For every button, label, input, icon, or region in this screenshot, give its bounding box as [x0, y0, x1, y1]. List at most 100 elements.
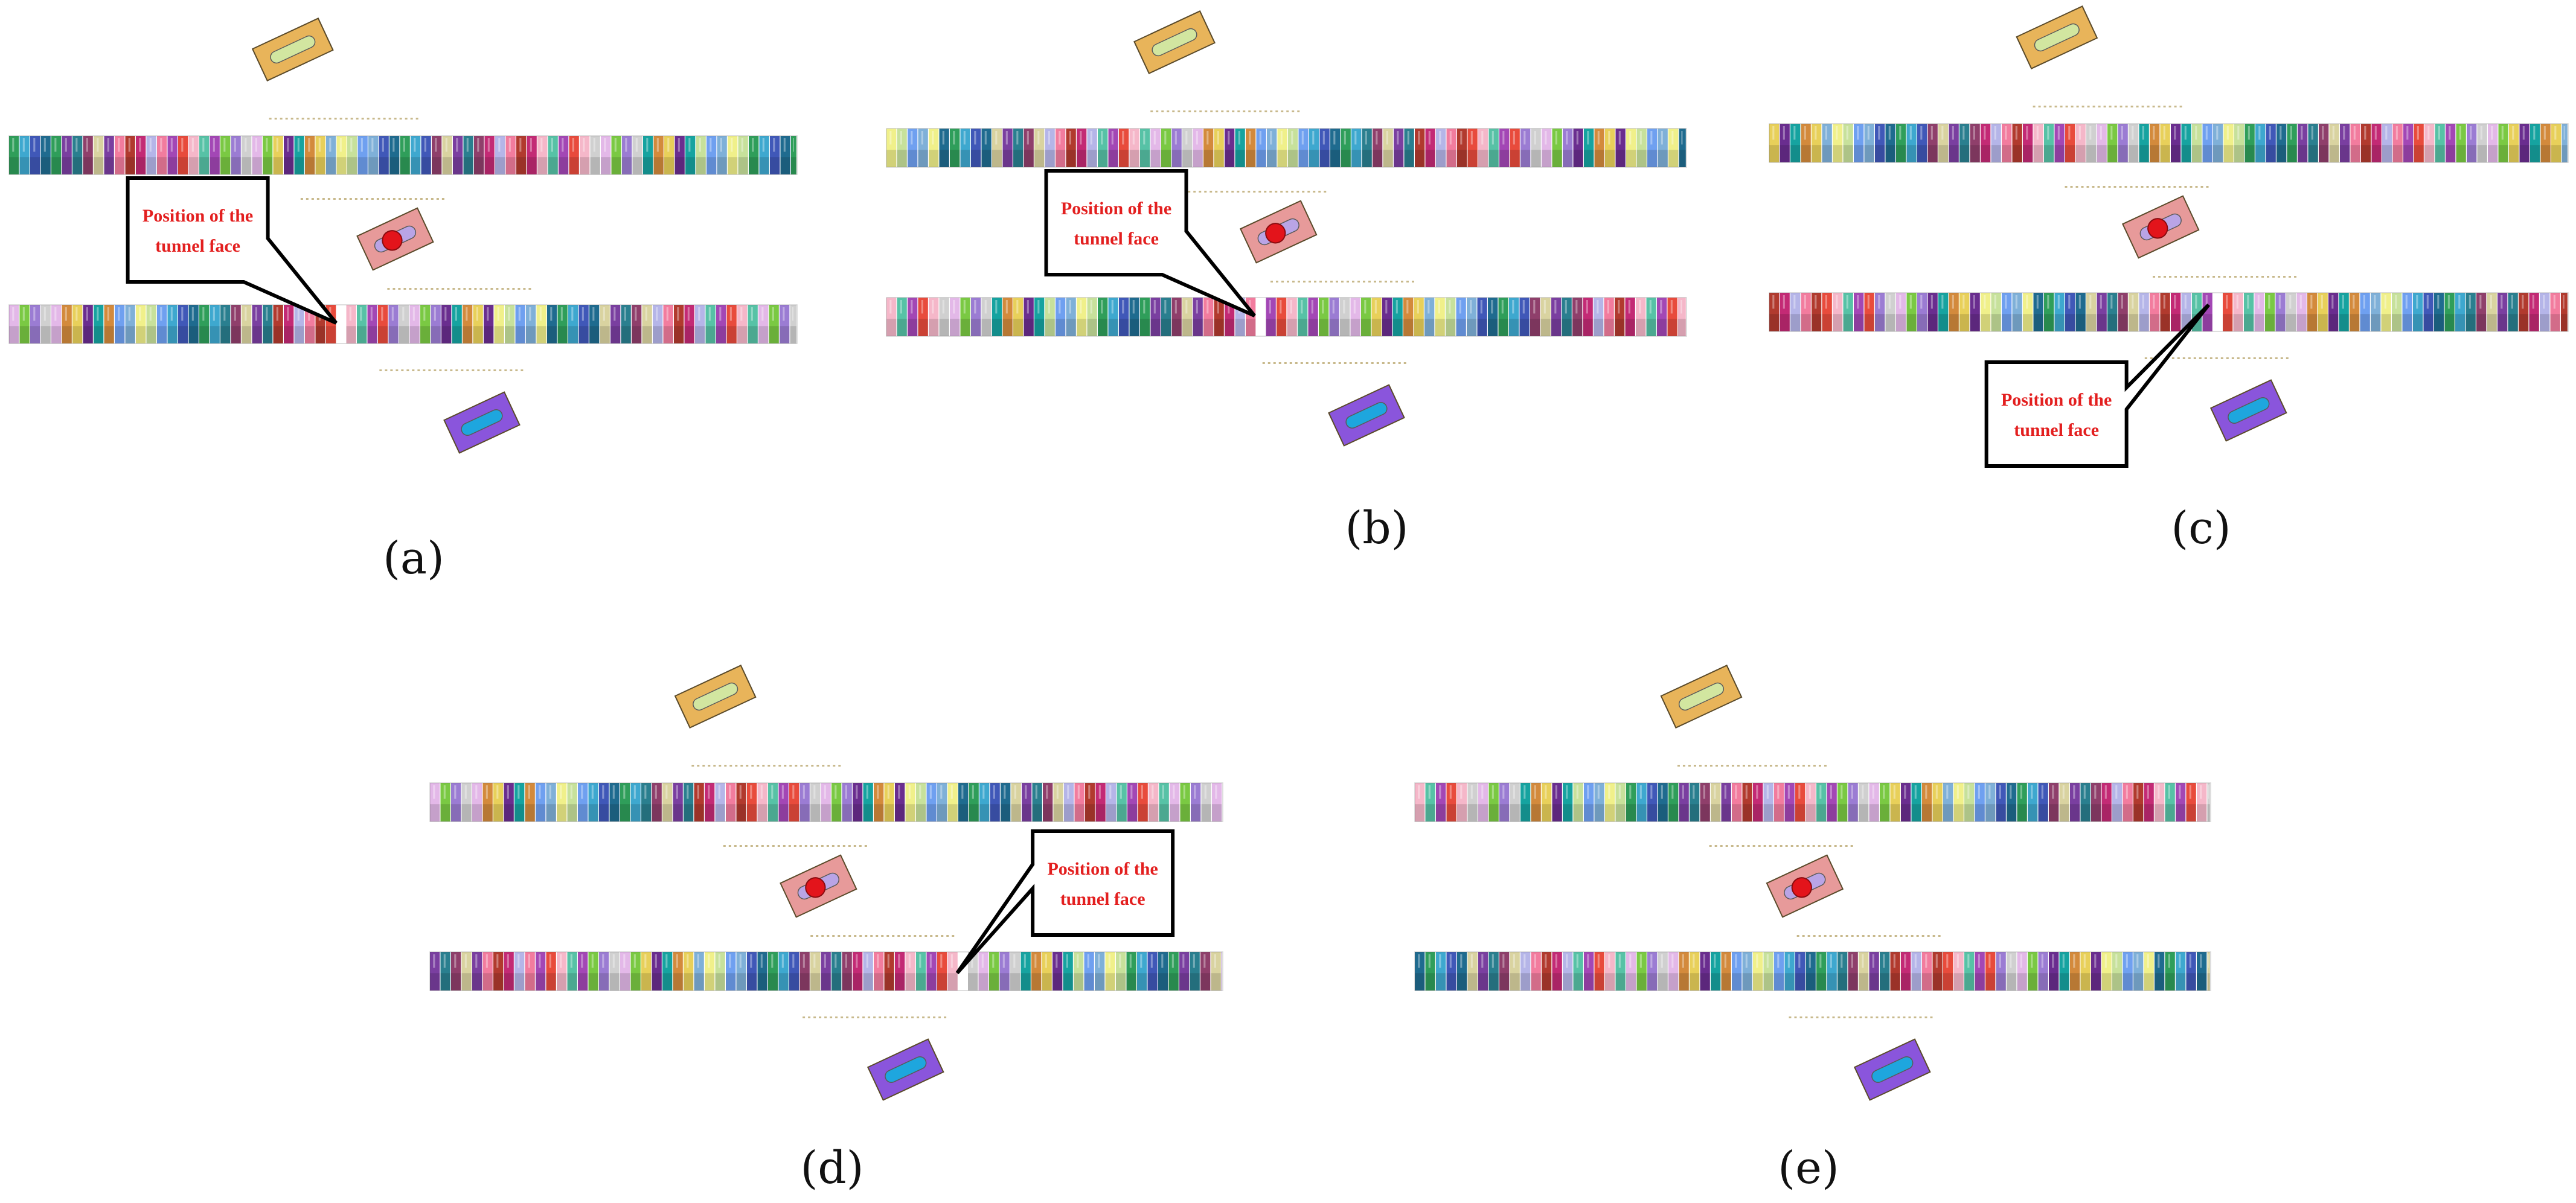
tunnel-ring [630, 952, 641, 991]
tunnel-ring [1901, 952, 1911, 991]
ring-shading [1193, 150, 1203, 167]
tunnel-ring [641, 952, 652, 991]
callout-label-line1: Position of the [143, 206, 253, 226]
tunnel-ring [610, 305, 621, 343]
ring-highlight [12, 138, 14, 152]
monitoring-dot [507, 288, 510, 290]
ring-highlight [1162, 785, 1164, 799]
ring-shading [1991, 314, 2001, 331]
tunnel-ring [2402, 293, 2412, 331]
monitoring-dot [1769, 765, 1772, 767]
ring-shading [2508, 314, 2518, 331]
ring-highlight [1143, 300, 1145, 314]
ring-highlight [1217, 131, 1219, 145]
monitoring-dot [2150, 357, 2153, 359]
ring-highlight [950, 954, 953, 968]
ring-shading [548, 157, 558, 174]
ring-highlight [1650, 954, 1653, 968]
ring-shading [2477, 145, 2487, 162]
ring-shading [115, 326, 125, 343]
ring-shading [1626, 804, 1636, 822]
ring-shading [716, 326, 726, 343]
ring-highlight [33, 138, 36, 152]
ring-highlight [245, 307, 247, 321]
tunnel-ring [789, 783, 799, 822]
ring-shading [220, 157, 231, 174]
ring-shading [929, 319, 939, 336]
ring-highlight [2100, 295, 2102, 309]
tunnel-ring [1864, 124, 1874, 162]
tunnel-ring [1594, 952, 1604, 991]
ring-highlight [1024, 954, 1026, 968]
ring-shading [1742, 973, 1752, 991]
tunnel-ring [1383, 129, 1393, 167]
monitoring-dot [846, 1016, 849, 1018]
ring-highlight [1836, 126, 1838, 140]
ring-shading [1138, 804, 1148, 822]
tunnel-ring [1371, 298, 1382, 336]
tunnel-outline [8, 135, 798, 175]
monitoring-dot [350, 118, 353, 120]
callout-label-line2: tunnel face [1074, 229, 1159, 249]
monitoring-dot [441, 198, 444, 200]
ring-highlight [170, 307, 173, 321]
dots-lower [803, 1016, 947, 1018]
ring-highlight [1628, 300, 1630, 314]
ring-highlight [929, 954, 932, 968]
monitoring-dot [1889, 935, 1892, 937]
monitoring-dot [436, 288, 439, 290]
tunnel-ring [1362, 129, 1372, 167]
ring-shading [1170, 804, 1180, 822]
ring-shading [821, 973, 831, 991]
ring-highlight [2470, 126, 2472, 140]
monitoring-dot [841, 1016, 844, 1018]
ring-highlight [697, 785, 699, 799]
tunnel-ring [1098, 298, 1108, 336]
monitoring-dot [371, 198, 374, 200]
ring-shading [2139, 145, 2149, 162]
ring-shading [1319, 319, 1329, 336]
monitoring-dot [1921, 935, 1924, 937]
monitoring-dot [1220, 191, 1223, 193]
tunnel-ring [210, 305, 220, 343]
tunnel-ring [546, 783, 556, 822]
ring-shading [1446, 319, 1456, 336]
ring-highlight [699, 138, 701, 152]
ring-shading [1690, 973, 1700, 991]
building-middle [1766, 854, 1844, 918]
ring-shading [1563, 973, 1573, 991]
ring-highlight [633, 954, 636, 968]
ring-shading [1456, 319, 1466, 336]
tunnel-ring [1200, 952, 1211, 991]
ring-highlight [308, 307, 310, 321]
tunnel-ring [2049, 783, 2059, 822]
dots-top [269, 118, 418, 120]
ring-highlight [560, 954, 562, 968]
ring-highlight [2078, 126, 2081, 140]
tunnel-ring [2091, 783, 2101, 822]
ring-shading [1182, 150, 1193, 167]
tunnel-ring [1605, 952, 1615, 991]
tunnel-ring [1790, 124, 1801, 162]
tunnel-ring [2434, 293, 2444, 331]
tunnel-ring [94, 136, 104, 174]
monitoring-dot [490, 288, 493, 290]
ring-shading [1056, 319, 1066, 336]
ring-highlight [646, 138, 649, 152]
ring-shading [242, 326, 252, 343]
ring-shading [611, 157, 621, 174]
tunnel-ring [2382, 124, 2392, 162]
monitoring-dot [425, 288, 428, 290]
ring-highlight [370, 307, 373, 321]
tunnel-ring [2423, 293, 2433, 331]
ring-highlight [708, 785, 710, 799]
ring-shading [2207, 804, 2210, 822]
ring-highlight [2153, 126, 2155, 140]
tunnel-ring [1991, 124, 2001, 162]
ring-shading [188, 326, 199, 343]
monitoring-dot [2162, 186, 2165, 188]
tunnel-ring [2080, 952, 2091, 991]
tunnel-ring [493, 952, 504, 991]
ring-shading [728, 157, 738, 174]
ring-shading [1203, 319, 1214, 336]
